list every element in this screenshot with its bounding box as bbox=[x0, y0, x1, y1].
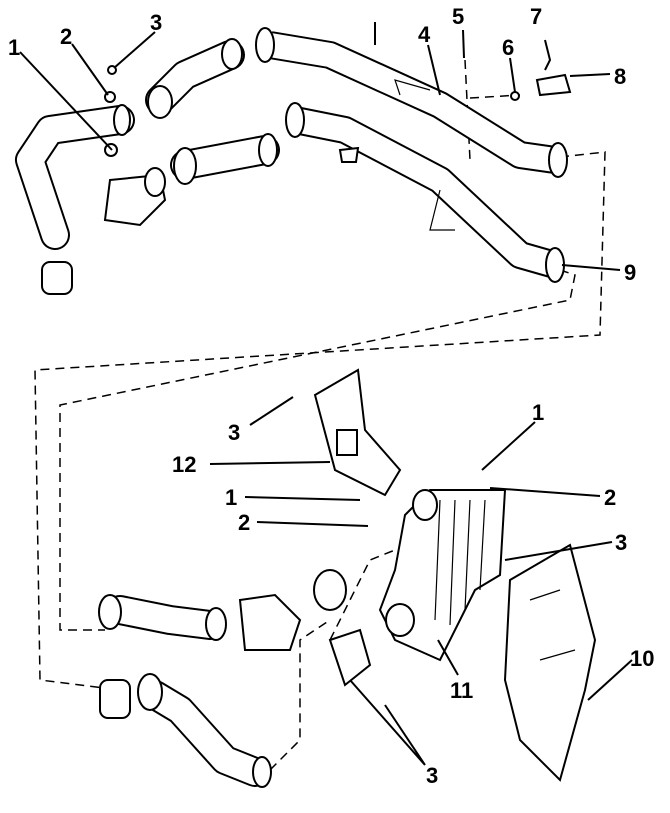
air-duct bbox=[503, 543, 597, 782]
callout-3: 3 bbox=[615, 530, 627, 555]
callout-5: 5 bbox=[452, 4, 464, 29]
callout-1: 1 bbox=[8, 35, 20, 60]
callout-6: 6 bbox=[502, 35, 514, 60]
callout-7: 7 bbox=[530, 4, 542, 29]
callout-3: 3 bbox=[426, 763, 438, 788]
callout-10: 10 bbox=[630, 646, 654, 671]
callout-8: 8 bbox=[614, 64, 626, 89]
callout-labels: 1 2 3 4 5 6 7 8 9 3 12 1 2 1 2 3 11 10 3 bbox=[8, 4, 654, 788]
callout-12: 12 bbox=[172, 452, 196, 477]
leader-lines bbox=[19, 29, 633, 766]
lower-hoses bbox=[98, 569, 372, 788]
callout-1: 1 bbox=[225, 485, 237, 510]
callout-9: 9 bbox=[624, 260, 636, 285]
callout-3: 3 bbox=[228, 420, 240, 445]
callout-2: 2 bbox=[60, 24, 72, 49]
callout-1: 1 bbox=[532, 400, 544, 425]
upper-hoses bbox=[15, 38, 280, 295]
callout-2: 2 bbox=[238, 510, 250, 535]
upper-charge-pipe bbox=[255, 27, 568, 283]
callout-4: 4 bbox=[418, 22, 431, 47]
callout-3: 3 bbox=[150, 10, 162, 35]
callout-11: 11 bbox=[450, 678, 473, 703]
callout-2: 2 bbox=[604, 485, 616, 510]
bracket bbox=[313, 368, 402, 497]
intercooler bbox=[378, 489, 507, 662]
